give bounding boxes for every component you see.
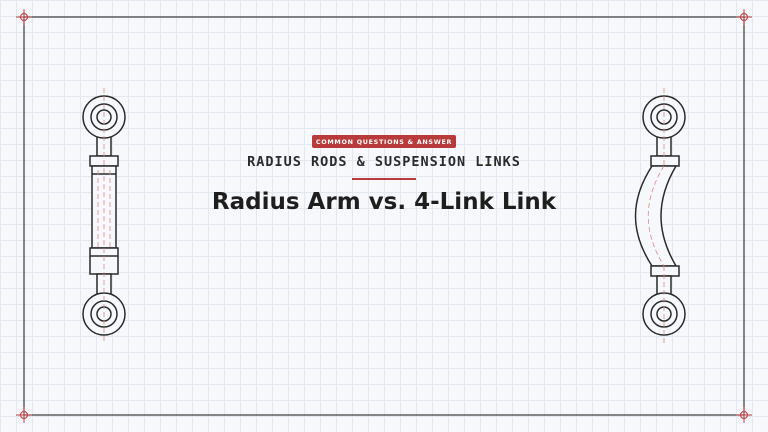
centerline [647, 88, 665, 344]
registration-crosshair-icon [736, 407, 752, 423]
registration-crosshair-icon [16, 407, 32, 423]
page-title: Radius Arm vs. 4-Link Link [211, 189, 557, 215]
registration-crosshair-icon [736, 9, 752, 25]
centerline [97, 88, 111, 344]
category-badge: COMMON QUESTIONS & ANSWER [312, 135, 456, 148]
registration-crosshair-icon [16, 9, 32, 25]
subtitle-underline [352, 178, 416, 180]
section-subtitle: RADIUS RODS & SUSPENSION LINKS [247, 154, 521, 170]
bent-suspension-link-icon [634, 95, 686, 336]
frame-border [23, 16, 745, 416]
